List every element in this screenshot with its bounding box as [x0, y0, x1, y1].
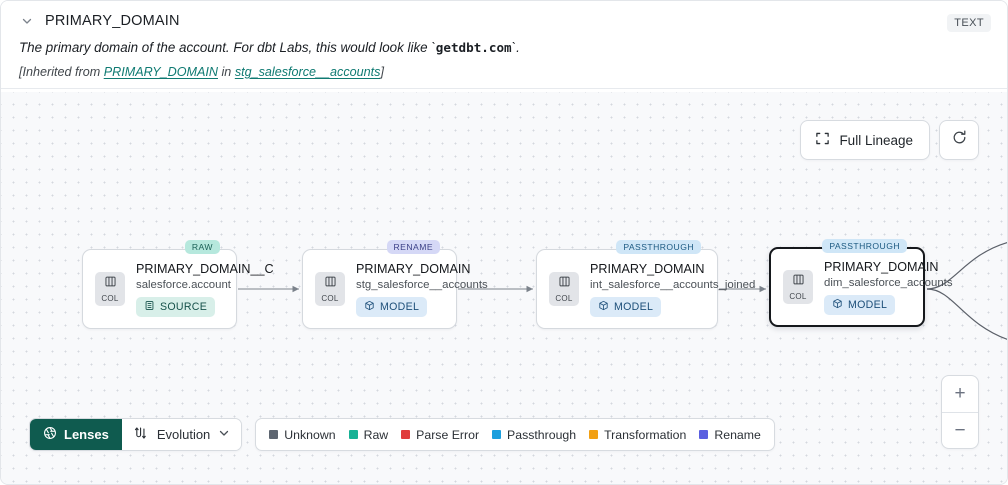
legend-swatch	[269, 430, 279, 439]
node-type-label: MODEL	[614, 300, 654, 313]
column-description: The primary domain of the account. For d…	[19, 39, 989, 57]
refresh-icon	[951, 129, 968, 151]
page-title: PRIMARY_DOMAIN	[45, 13, 180, 29]
panel-header: PRIMARY_DOMAIN TEXT The primary domain o…	[1, 1, 1007, 90]
inherited-suffix: ]	[380, 65, 384, 80]
description-prefix: The primary domain of the account. For d…	[19, 40, 436, 55]
legend-item-parse-error[interactable]: Parse Error	[401, 428, 479, 442]
node-subtitle: int_salesforce__accounts_joined	[590, 278, 756, 291]
zoom-in-button[interactable]: +	[954, 383, 966, 404]
columns-icon	[104, 275, 117, 293]
header-divider	[1, 88, 1007, 90]
node-title: PRIMARY_DOMAIN__C	[136, 261, 274, 276]
columns-icon	[792, 273, 805, 291]
column-chip-label: COL	[555, 294, 573, 303]
evolution-dropdown[interactable]: Evolution	[121, 419, 242, 450]
column-chip-label: COL	[321, 294, 339, 303]
chevron-down-icon	[218, 427, 230, 442]
column-chip: COL	[549, 272, 579, 306]
node-subtitle: stg_salesforce__accounts	[356, 278, 488, 291]
lenses-button[interactable]: Lenses	[30, 419, 122, 450]
type-badge: TEXT	[947, 14, 991, 32]
legend-item-rename[interactable]: Rename	[699, 427, 761, 442]
node-type-pill: MODEL	[356, 296, 428, 317]
column-chip-label: COL	[789, 292, 807, 301]
node-body: PRIMARY_DOMAIN int_salesforce__accounts_j…	[579, 262, 769, 317]
legend-swatch	[699, 430, 709, 439]
node-subtitle: salesforce.account	[136, 278, 231, 291]
expand-corners-icon	[815, 131, 830, 149]
node-type-pill: MODEL	[590, 296, 662, 317]
legend-label: Rename	[714, 427, 761, 442]
canvas-bottom-bar: Lenses Evolution	[29, 418, 775, 451]
inherited-column-link[interactable]: PRIMARY_DOMAIN	[103, 65, 218, 80]
legend-label: Unknown	[284, 427, 336, 442]
description-code: getdbt.com	[435, 40, 512, 55]
inherited-mid: in	[218, 65, 235, 80]
lenses-label: Lenses	[64, 427, 109, 442]
node-kind-badge: PASSTHROUGH	[616, 240, 701, 254]
lens-controls: Lenses Evolution	[29, 418, 243, 451]
lineage-canvas[interactable]: Full Lineage + − RAW COL PRIMARY_DOMAIN__C…	[1, 92, 1007, 484]
node-subtitle: dim_salesforce_accounts	[824, 276, 953, 289]
zoom-controls: + −	[941, 375, 979, 449]
full-lineage-label: Full Lineage	[839, 132, 913, 148]
node-type-label: MODEL	[848, 298, 888, 311]
columns-icon	[558, 275, 571, 293]
node-type-label: MODEL	[380, 300, 420, 313]
canvas-top-controls: Full Lineage	[800, 120, 979, 160]
zoom-out-button[interactable]: −	[942, 412, 978, 448]
legend-swatch	[492, 430, 502, 439]
inherited-prefix: [Inherited from	[19, 65, 104, 80]
legend-item-unknown[interactable]: Unknown	[269, 427, 336, 442]
cube-icon	[832, 298, 843, 312]
column-chip: COL	[783, 270, 813, 304]
lineage-legend: Unknown Raw Parse Error Passthrough Transfor…	[255, 418, 775, 451]
inherited-model-link[interactable]: stg_salesforce__accounts	[234, 65, 381, 80]
columns-icon	[324, 275, 337, 293]
node-type-pill: SOURCE	[136, 296, 216, 317]
column-chip: COL	[95, 272, 125, 306]
refresh-button[interactable]	[939, 120, 979, 160]
node-type-label: SOURCE	[160, 300, 208, 313]
inherited-from-line: [Inherited from PRIMARY_DOMAIN in stg_sa…	[19, 65, 989, 79]
node-kind-badge: PASSTHROUGH	[822, 239, 907, 253]
node-title: PRIMARY_DOMAIN	[824, 259, 939, 274]
database-icon	[144, 300, 155, 314]
cube-icon	[364, 300, 375, 314]
cube-icon	[598, 300, 609, 314]
legend-swatch	[401, 430, 411, 439]
legend-swatch	[348, 430, 358, 439]
legend-label: Parse Error	[416, 427, 480, 442]
legend-label: Passthrough	[507, 427, 577, 442]
node-kind-badge: RAW	[184, 240, 220, 254]
node-type-pill: MODEL	[824, 294, 896, 315]
evolution-label: Evolution	[156, 427, 211, 442]
node-kind-badge: RENAME	[386, 240, 440, 254]
description-suffix: `.	[511, 40, 520, 55]
column-chip-label: COL	[101, 294, 119, 303]
legend-item-transformation[interactable]: Transformation	[589, 428, 686, 442]
full-lineage-button[interactable]: Full Lineage	[800, 120, 930, 160]
lineage-node-salesforce-account[interactable]: RAW COL PRIMARY_DOMAIN__C salesforce.accoun…	[82, 240, 274, 329]
lineage-node-stg-salesforce-accounts[interactable]: RENAME COL PRIMARY_DOMAIN stg_salesforce__a…	[302, 240, 488, 329]
legend-item-passthrough[interactable]: Passthrough	[492, 428, 576, 442]
legend-swatch	[589, 430, 599, 439]
node-title: PRIMARY_DOMAIN	[356, 261, 471, 276]
legend-label: Raw	[363, 427, 389, 442]
aperture-icon	[43, 426, 57, 443]
chevron-down-icon[interactable]	[19, 13, 35, 29]
lineage-node-dim-salesforce-accounts[interactable]: PASSTHROUGH COL PRIMARY_DOMAIN dim_salesfor…	[769, 239, 953, 327]
legend-item-raw[interactable]: Raw	[348, 427, 389, 442]
node-title: PRIMARY_DOMAIN	[590, 261, 705, 276]
column-chip: COL	[315, 272, 345, 306]
lineage-node-int-salesforce-accounts-joined[interactable]: PASSTHROUGH COL PRIMARY_DOMAIN int_salesfor…	[536, 240, 755, 329]
legend-label: Transformation	[604, 427, 687, 442]
evolution-arrows-icon	[134, 426, 149, 444]
